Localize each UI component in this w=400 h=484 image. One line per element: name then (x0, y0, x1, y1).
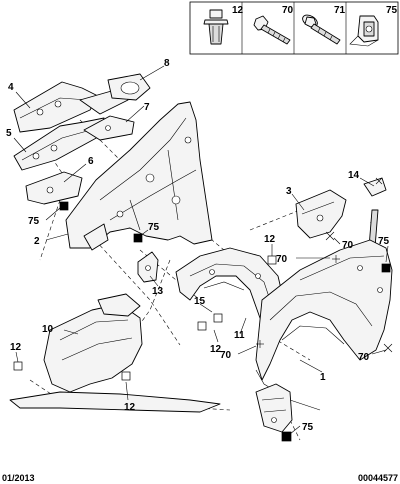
fastener-70-plus (256, 340, 264, 348)
callout-70d: 70 (358, 352, 370, 363)
fastener-70-cross (325, 231, 335, 241)
legend-label-71: 71 (334, 5, 346, 16)
lower-support (255, 383, 293, 433)
callout-70b: 70 (276, 254, 288, 265)
callout-12a: 12 (264, 234, 276, 245)
callout-1: 1 (320, 372, 326, 383)
callout-15: 15 (194, 296, 206, 307)
leader-lines (13, 65, 389, 435)
callout-70c: 70 (220, 350, 232, 361)
callout-70a: 70 (342, 240, 354, 251)
callout-10: 10 (42, 324, 54, 335)
part-2-wing-support (65, 101, 213, 251)
part-7-bracket (83, 115, 135, 141)
part-10-splash-shield (9, 293, 221, 413)
part-8-gasket (107, 73, 151, 101)
callout-3: 3 (286, 186, 292, 197)
callout-6: 6 (88, 156, 94, 167)
callout-14: 14 (348, 170, 360, 181)
fastener-12-marker (121, 371, 131, 381)
fastener-75-marker (133, 233, 143, 243)
legend-label-12: 12 (232, 5, 244, 16)
fastener-14-cross (375, 177, 383, 185)
clip-fastener-icon (203, 9, 229, 45)
callout-75c: 75 (378, 236, 390, 247)
callout-12b: 12 (210, 344, 222, 355)
footer-date: 01/2013 (2, 473, 35, 483)
fastener-70-plus (332, 255, 340, 263)
fastener-12-marker (197, 321, 207, 331)
fastener-75-marker (281, 431, 292, 442)
callout-75b: 75 (148, 222, 160, 233)
callout-7: 7 (144, 102, 150, 113)
callout-11: 11 (234, 330, 245, 341)
callout-75a: 75 (28, 216, 40, 227)
part-6-support (25, 171, 83, 205)
part-14-clip (363, 177, 387, 197)
callout-5: 5 (6, 128, 12, 139)
fastener-legend: 12 70 71 75 (189, 1, 399, 55)
callout-4: 4 (8, 82, 14, 93)
flange-screw-icon (302, 14, 341, 45)
legend-label-70: 70 (282, 5, 294, 16)
callout-13: 13 (152, 286, 164, 297)
callout-75d: 75 (302, 422, 314, 433)
callout-12c: 12 (10, 342, 22, 353)
callout-8: 8 (164, 58, 170, 69)
callout-labels: 4 5 6 7 8 75 2 75 13 12 3 14 75 70 70 15… (6, 58, 390, 433)
part-13-bracket (137, 251, 159, 283)
fastener-12-marker (267, 255, 277, 265)
spring-nut-icon (349, 15, 379, 47)
fastener-12-marker (213, 313, 223, 323)
legend-label-75: 75 (386, 5, 398, 16)
callout-2: 2 (34, 236, 40, 247)
fastener-75-marker (59, 201, 69, 211)
upper-rail-parts (13, 81, 129, 171)
footer-code: 00044577 (358, 473, 398, 483)
callout-12d: 12 (124, 402, 136, 413)
hex-bolt-icon (253, 15, 291, 45)
fastener-75-marker (381, 263, 391, 273)
fastener-70-cross (383, 343, 393, 353)
fastener-12-marker (13, 361, 23, 371)
part-3-bracket (295, 189, 347, 239)
part-1-front-wing (255, 239, 393, 411)
